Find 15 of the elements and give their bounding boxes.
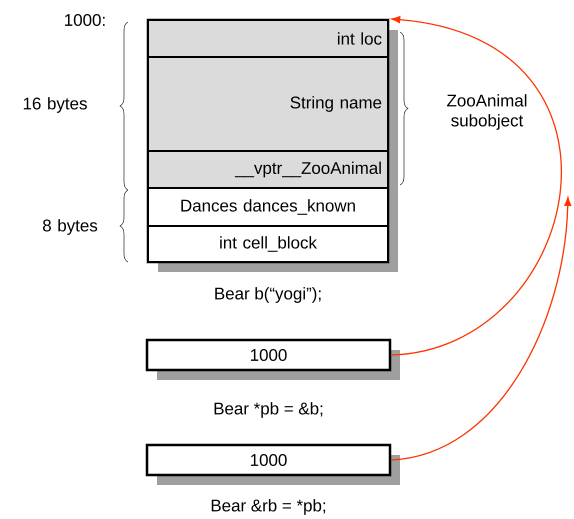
size-label: ZooAnimal subobject: [447, 94, 526, 130]
arrow: [391, 16, 561, 356]
code-caption: Bear b(“yogi”);: [215, 287, 321, 303]
memory-cell: int loc: [147, 19, 389, 58]
code-caption: Bear &rb = *pb;: [212, 499, 326, 515]
pointer-box: 1000: [146, 338, 392, 372]
pointer-box: 1000: [146, 444, 392, 476]
address-label: 1000:: [65, 14, 105, 26]
size-label: 16 bytes: [24, 97, 87, 113]
memory-cell: __vptr__ZooAnimal: [147, 150, 389, 189]
memory-cell: Dances dances_known: [147, 187, 389, 227]
code-caption: Bear *pb = &b;: [214, 402, 322, 418]
arrow: [391, 197, 572, 461]
size-label: 8 bytes: [42, 219, 98, 235]
memory-cell: int cell_block: [147, 225, 389, 263]
